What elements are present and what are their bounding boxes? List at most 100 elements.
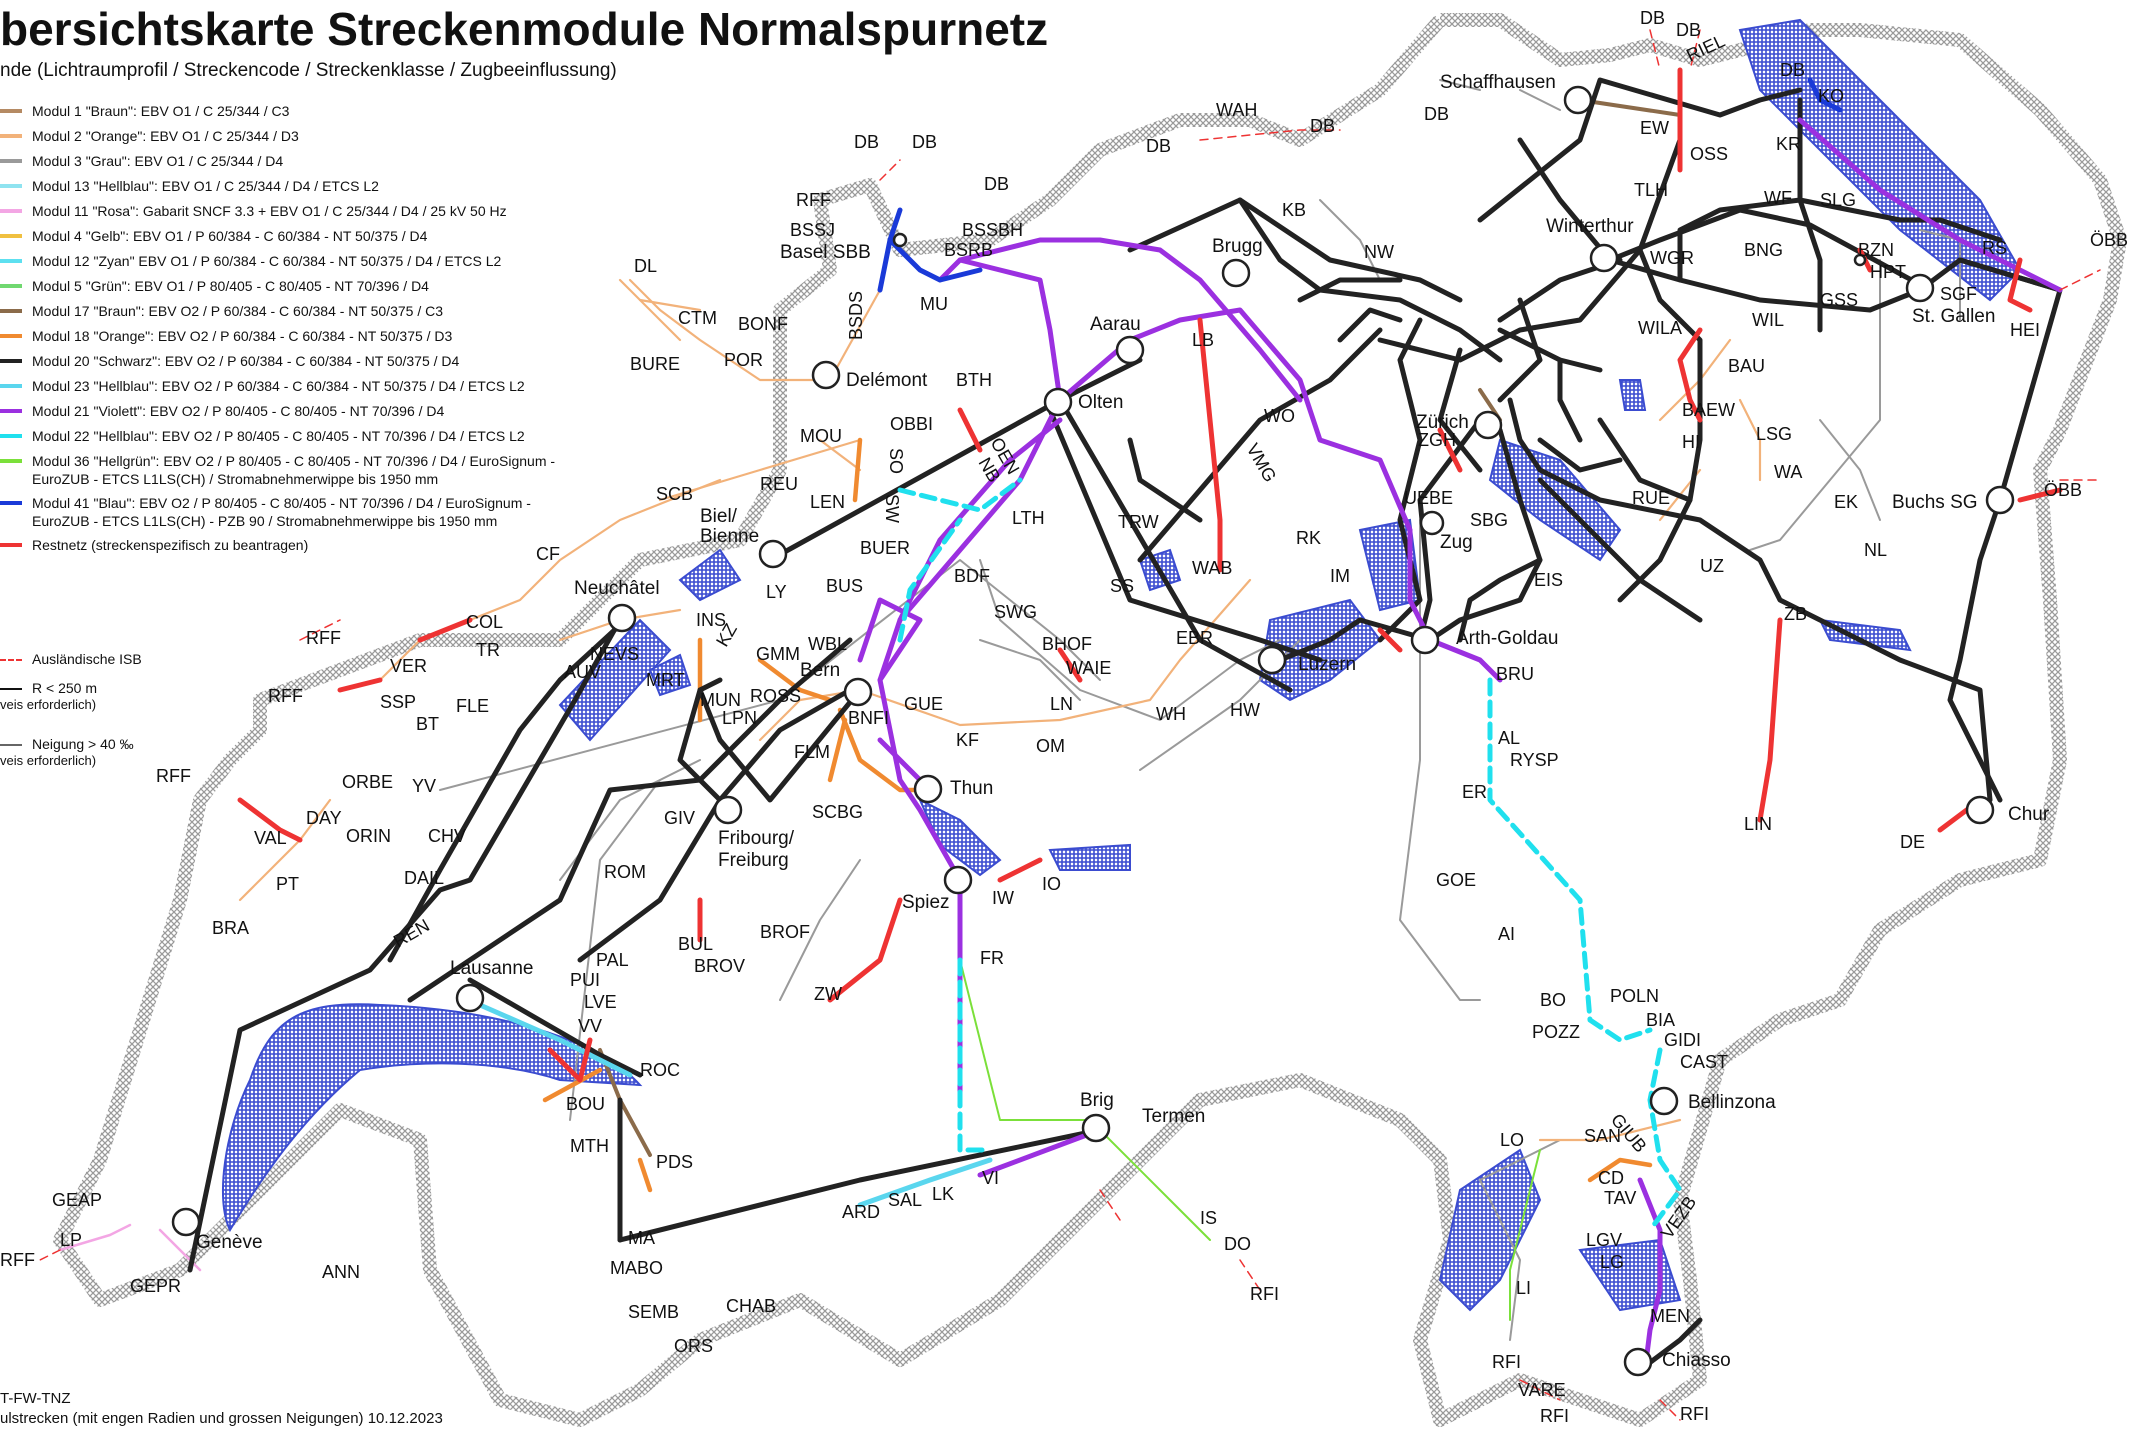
- label-slg: SLG: [1820, 190, 1856, 210]
- legend-row: Modul 21 "Violett": EBV O2 / P 80/405 - …: [0, 400, 620, 425]
- label-ctm: CTM: [678, 308, 717, 328]
- label-ln: LN: [1050, 694, 1073, 714]
- label-san: SAN: [1584, 1126, 1621, 1146]
- lake-neuchatel: [558, 618, 672, 742]
- label-baew: BAEW: [1682, 400, 1735, 420]
- label-roc: ROC: [640, 1060, 680, 1080]
- legend-label: Modul 1 "Braun": EBV O1 / C 25/344 / C3: [32, 103, 290, 119]
- label-gidi: GIDI: [1664, 1030, 1701, 1050]
- station-luzern-2: [1853, 253, 1867, 267]
- label-yv: YV: [412, 776, 436, 796]
- label-bsrb: BSRB: [944, 240, 993, 260]
- label-wh: WH: [1156, 704, 1186, 724]
- label-ly: LY: [766, 582, 787, 602]
- stations: [171, 85, 2015, 1377]
- label-orin: ORIN: [346, 826, 391, 846]
- label-db3: DB: [1780, 60, 1805, 80]
- label-col: COL: [466, 612, 503, 632]
- national-border: [53, 13, 2127, 1427]
- label-rk: RK: [1296, 528, 1321, 548]
- legend-swatch: [0, 159, 22, 163]
- label-thun: Thun: [950, 778, 993, 799]
- label-nw: NW: [1364, 242, 1394, 262]
- label-ai: AI: [1498, 924, 1515, 944]
- foreign-label: Ausländische ISB: [32, 651, 142, 667]
- label-bsds: BSDS: [846, 291, 866, 340]
- label-bzn: BZN: [1858, 240, 1894, 260]
- label-bth: BTH: [956, 370, 992, 390]
- label-wila: WILA: [1638, 318, 1682, 338]
- legend-row: Modul 18 "Orange": EBV O2 / P 60/384 - C…: [0, 325, 620, 350]
- label-olten: Olten: [1078, 392, 1123, 413]
- label-lin: LIN: [1744, 814, 1772, 834]
- label-chv: CHV: [428, 826, 466, 846]
- lake-geneva: [221, 1003, 643, 1233]
- label-por: POR: [724, 350, 763, 370]
- label-oss: OSS: [1690, 144, 1728, 164]
- legend-label: Restnetz (streckenspezifisch zu beantrag…: [32, 537, 309, 553]
- label-rs: RS: [1982, 238, 2007, 258]
- label-rfi4: RFI: [1680, 1404, 1709, 1424]
- legend-row: Modul 12 "Zyan" EBV O1 / P 60/384 - C 60…: [0, 250, 620, 275]
- label-bonf: BONF: [738, 314, 788, 334]
- legend: Modul 1 "Braun": EBV O1 / C 25/344 / C3 M…: [0, 100, 620, 558]
- label-zw: ZW: [814, 984, 842, 1004]
- station-bellinzona: [1649, 1086, 1679, 1116]
- label-wo: WO: [1264, 406, 1295, 426]
- station-winterthur: [1589, 243, 1619, 273]
- legend-row: Modul 4 "Gelb": EBV O1 / P 60/384 - C 60…: [0, 225, 620, 250]
- station-arth-goldau: [1410, 625, 1440, 655]
- legend-label: Modul 11 "Rosa": Gabarit SNCF 3.3 + EBV …: [32, 203, 507, 219]
- label-bdf: BDF: [954, 566, 990, 586]
- legend-swatch: [0, 359, 22, 363]
- lake-walen: [1818, 618, 1912, 652]
- label-rff1: RFF: [306, 628, 341, 648]
- label-zuerich: Zürich: [1416, 412, 1469, 433]
- legend-label: Modul 13 "Hellblau": EBV O1 / C 25/344 /…: [32, 178, 379, 194]
- station-neuchatel: [607, 603, 637, 633]
- station-fribourg: [713, 795, 743, 825]
- cyan-lines: [897, 477, 1683, 1233]
- station-zuerich: [1473, 410, 1503, 440]
- label-wab: WAB: [1192, 558, 1232, 578]
- label-tlh: TLH: [1634, 180, 1668, 200]
- legend-swatch: [0, 284, 22, 288]
- label-de: DE: [1900, 832, 1925, 852]
- label-bnfi: BNFI: [848, 708, 889, 728]
- foreign-lines: [39, 29, 2101, 1421]
- station-thun: [913, 774, 943, 804]
- label-pui: PUI: [570, 970, 600, 990]
- label-iw: IW: [992, 888, 1014, 908]
- label-rfi1: RFI: [1250, 1284, 1279, 1304]
- label-fr: FR: [980, 948, 1004, 968]
- label-bo: BO: [1540, 990, 1566, 1010]
- station-delemont: [811, 360, 841, 390]
- label-freiburg: Freiburg: [718, 850, 789, 871]
- label-tav: TAV: [1604, 1188, 1636, 1208]
- network-lines: [39, 29, 2101, 1421]
- label-bus: BUS: [826, 576, 863, 596]
- label-li: LI: [1516, 1278, 1531, 1298]
- label-vi: VI: [982, 1168, 999, 1188]
- label-kr: KR: [1776, 134, 1801, 154]
- label-pozz: POZZ: [1532, 1022, 1580, 1042]
- legend-swatch: [0, 134, 22, 138]
- label-ew: EW: [1640, 118, 1669, 138]
- label-mrt: MRT: [646, 670, 685, 690]
- label-nl: NL: [1864, 540, 1887, 560]
- label-rff2: RFF: [268, 686, 303, 706]
- label-wah: WAH: [1216, 100, 1257, 120]
- label-bt: BT: [416, 714, 439, 734]
- label-gue: GUE: [904, 694, 943, 714]
- station-bern: [843, 677, 873, 707]
- label-pt: PT: [276, 874, 299, 894]
- legend-swatch: [0, 184, 22, 188]
- slope-sub: veis erforderlich): [0, 753, 97, 768]
- label-bra: BRA: [212, 918, 249, 938]
- label-buer: BUER: [860, 538, 910, 558]
- label-er: ER: [1462, 782, 1487, 802]
- label-db-basel1: DB: [854, 132, 879, 152]
- label-rom: ROM: [604, 862, 646, 882]
- label-scbg: SCBG: [812, 802, 863, 822]
- label-db-basel2: DB: [912, 132, 937, 152]
